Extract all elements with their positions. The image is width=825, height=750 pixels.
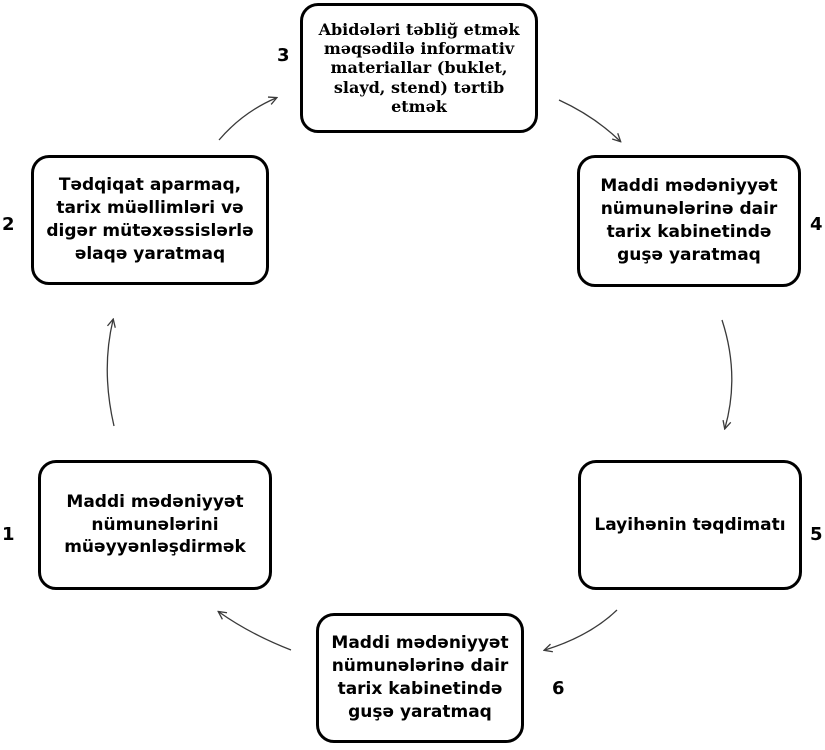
step-box-3: Abidələri təbliğ etmək məqsədilə informa… — [300, 3, 538, 133]
step-text-4: Maddi mədəniyyət nümunələrinə dair tarix… — [600, 176, 778, 265]
arrow-6-to-1 — [219, 612, 292, 651]
arrow-3-to-4 — [558, 99, 620, 141]
step-box-6: Maddi mədəniyyət nümunələrinə dair tarix… — [316, 613, 524, 743]
step-number-5: 5 — [810, 524, 823, 545]
arrow-1-to-2 — [106, 320, 114, 427]
step-number-6: 6 — [552, 678, 565, 699]
step-box-1: Maddi mədəniyyət nümunələrini müəyyənləş… — [38, 460, 272, 590]
step-number-1: 1 — [2, 524, 15, 545]
step-text-5: Layihənin təqdimatı — [594, 514, 786, 535]
step-text-6: Maddi mədəniyyət nümunələrinə dair tarix… — [331, 633, 509, 722]
step-box-5: Layihənin təqdimatı — [578, 460, 802, 590]
step-text-1: Maddi mədəniyyət nümunələrini müəyyənləş… — [64, 491, 246, 558]
step-box-2: Tədqiqat aparmaq, tarix müəllimləri və d… — [31, 155, 269, 285]
arrow-5-to-6 — [545, 609, 618, 650]
step-number-2: 2 — [2, 214, 15, 235]
step-text-2: Tədqiqat aparmaq, tarix müəllimləri və d… — [46, 175, 254, 264]
step-text-3: Abidələri təbliğ etmək məqsədilə informa… — [318, 20, 520, 116]
step-number-3: 3 — [277, 45, 290, 66]
arrow-2-to-3 — [218, 98, 276, 141]
step-number-4: 4 — [810, 214, 823, 235]
step-box-4: Maddi mədəniyyət nümunələrinə dair tarix… — [577, 155, 801, 287]
arrow-4-to-5 — [721, 319, 733, 428]
